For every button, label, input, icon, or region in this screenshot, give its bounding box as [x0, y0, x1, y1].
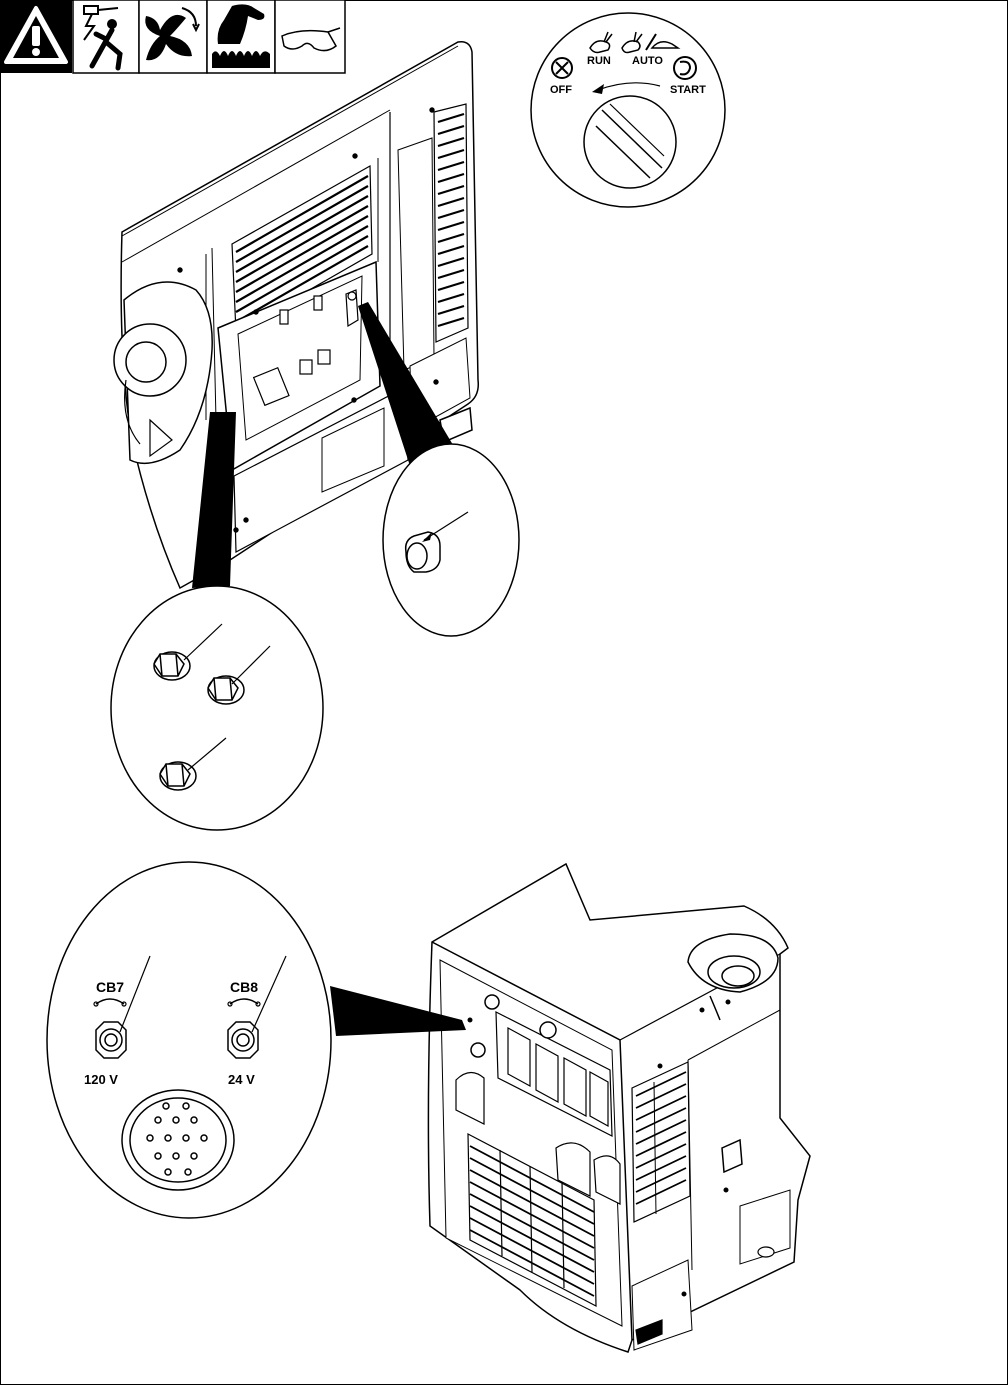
safety-glasses-icon [275, 0, 345, 73]
rotary-switch-knob [584, 96, 676, 188]
side-louver-grille [434, 104, 468, 342]
board-connector-1 [300, 360, 312, 374]
reset-button-detail [383, 444, 519, 636]
cb7-voltage-label: 120 V [84, 1072, 118, 1087]
electric-shock-icon [73, 0, 139, 73]
nuts-detail-circle [111, 586, 323, 830]
circuit-breaker-detail: CB7 CB8 120 V 24 V [47, 862, 331, 1218]
board-connector-3 [280, 310, 288, 324]
nut-3 [160, 762, 196, 790]
front-knob [540, 1022, 556, 1038]
front-breaker-cb8 [471, 1043, 485, 1057]
switch-label-off: OFF [550, 84, 572, 96]
access-door [398, 138, 434, 370]
side-louver-lower [632, 1062, 690, 1222]
switch-label-run: RUN [587, 55, 611, 67]
board-connector-2 [318, 350, 330, 364]
cb8-label: CB8 [230, 979, 258, 995]
engine-switch-detail: OFF RUN AUTO START [531, 13, 725, 207]
reset-detail-circle [383, 444, 519, 636]
moving-parts-icon [139, 0, 207, 73]
hot-surface-icon [207, 0, 275, 73]
safety-icon-strip [0, 0, 345, 73]
nut-1 [154, 652, 190, 680]
nuts-detail [111, 586, 323, 830]
cb7-label: CB7 [96, 979, 124, 995]
front-breaker-cb7 [485, 995, 499, 1009]
board-connector-4 [314, 296, 322, 310]
nut-2 [208, 676, 244, 704]
breaker-button [348, 292, 356, 300]
cb8-voltage-label: 24 V [228, 1072, 255, 1087]
reset-button [406, 532, 440, 572]
switch-label-auto: AUTO [632, 55, 663, 67]
switch-label-start: START [670, 84, 706, 96]
remote-receptacle [122, 1090, 234, 1190]
lower-machine-view [428, 864, 810, 1352]
